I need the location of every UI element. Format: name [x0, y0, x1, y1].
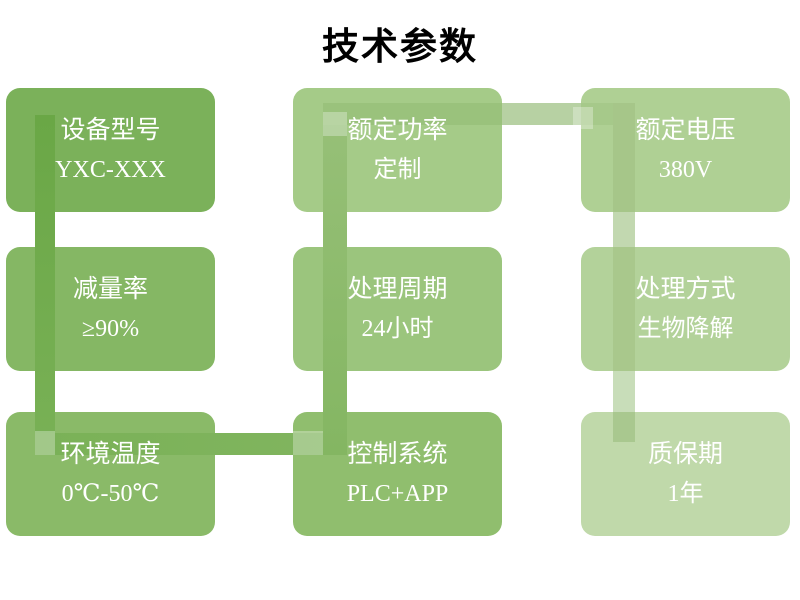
param-card-content: 环境温度 0℃-50℃: [6, 412, 215, 536]
param-label: 质保期: [647, 441, 723, 468]
connector-elbow-highlight: [573, 107, 593, 129]
param-value: 0℃-50℃: [61, 481, 160, 507]
page-title: 技术参数: [322, 26, 478, 67]
param-label: 控制系统: [347, 441, 448, 468]
param-label: 额定功率: [347, 117, 448, 144]
param-value: 生物降解: [637, 316, 734, 342]
connector-segment-left-vertical: [35, 115, 55, 455]
param-value: ≥90%: [81, 316, 140, 342]
connector-elbow-highlight: [293, 431, 323, 455]
param-card-content: 设备型号 YXC-XXX: [6, 88, 215, 212]
param-label: 处理周期: [347, 276, 448, 303]
param-value: 24小时: [361, 316, 434, 342]
connector-elbow-highlight: [323, 112, 347, 136]
param-label: 设备型号: [60, 117, 161, 144]
connector-segment-right-vertical: [613, 103, 635, 442]
param-value: 定制: [373, 157, 422, 183]
param-value: 380V: [658, 157, 713, 183]
param-card-content: 额定电压 380V: [581, 88, 790, 212]
param-label: 减量率: [72, 276, 148, 303]
param-label: 环境温度: [60, 441, 161, 468]
connector-segment-top-horizontal: [323, 103, 635, 125]
param-card-content: 控制系统 PLC+APP: [293, 412, 502, 536]
param-value: 1年: [667, 481, 704, 507]
param-value: PLC+APP: [346, 481, 449, 507]
connector-segment-middle-vertical: [323, 112, 347, 455]
param-card-content: 处理方式 生物降解: [581, 247, 790, 371]
param-card-content: 减量率 ≥90%: [6, 247, 215, 371]
param-label: 处理方式: [635, 276, 736, 303]
param-label: 额定电压: [635, 117, 736, 144]
param-card-content: 处理周期 24小时: [293, 247, 502, 371]
param-value: YXC-XXX: [55, 157, 166, 183]
connector-elbow-highlight: [35, 431, 55, 455]
connector-segment-bottom-horizontal: [35, 433, 347, 455]
param-card-content: 额定功率 定制: [293, 88, 502, 212]
param-card-content: 质保期 1年: [581, 412, 790, 536]
